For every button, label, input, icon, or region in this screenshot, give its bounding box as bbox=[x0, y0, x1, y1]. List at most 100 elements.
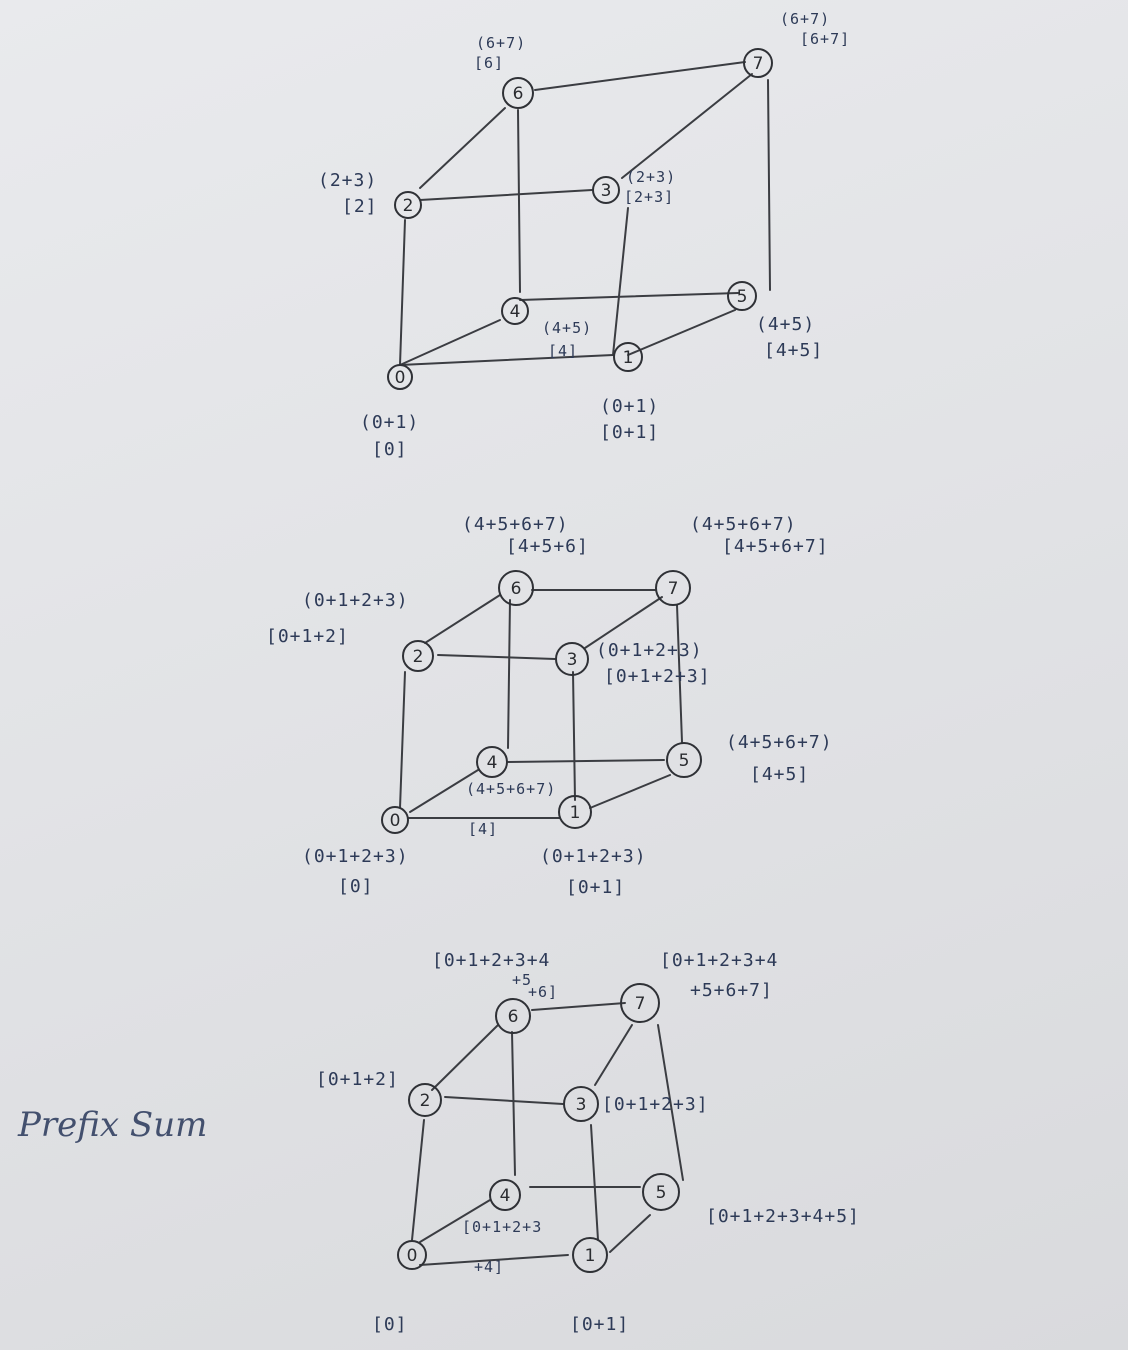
node-number: 7 bbox=[635, 994, 646, 1014]
annot-prefix: +6] bbox=[528, 983, 558, 1001]
annot-prefix: [0+1+2+3] bbox=[602, 1094, 709, 1115]
node-number: 7 bbox=[753, 54, 764, 74]
cube-3-edges bbox=[411, 1002, 684, 1266]
cube-1-node-1: 1 bbox=[613, 342, 643, 372]
node-number: 2 bbox=[413, 647, 424, 667]
annot-sum: (2+3) bbox=[318, 170, 377, 191]
node-number: 6 bbox=[511, 579, 522, 599]
cube-2-node-4: 4 bbox=[476, 746, 508, 778]
node-number: 0 bbox=[390, 811, 401, 831]
cube-2-annotations: (0+1+2+3) [0] (0+1+2+3) [0+1] (0+1+2+3) … bbox=[266, 514, 833, 898]
cube-3: 0 1 2 3 4 5 6 7 [0] [0+1] [0+1+2] [0+1+2… bbox=[316, 950, 860, 1335]
cube-2-node-1: 1 bbox=[558, 795, 592, 829]
cube-1-node-5: 5 bbox=[727, 281, 757, 311]
node-number: 2 bbox=[403, 196, 414, 216]
cube-2-node-2: 2 bbox=[402, 640, 434, 672]
annot-prefix: [4+5] bbox=[764, 340, 823, 361]
annot-prefix: [6+7] bbox=[800, 30, 850, 48]
annot-prefix: [0] bbox=[372, 439, 408, 460]
cube-3-node-1: 1 bbox=[572, 1237, 608, 1273]
cube-2-edges bbox=[399, 589, 683, 819]
cube-1-node-2: 2 bbox=[394, 191, 422, 219]
cube-3-node-2: 2 bbox=[408, 1083, 442, 1117]
node-number: 3 bbox=[576, 1095, 587, 1115]
annot-prefix: [0+1+2+3+4+5] bbox=[706, 1206, 860, 1227]
annot-prefix: [4+5+6] bbox=[506, 536, 589, 557]
node-number: 2 bbox=[420, 1091, 431, 1111]
cube-1-node-4: 4 bbox=[501, 297, 529, 325]
cube-2: 0 1 2 3 4 5 6 7 (0+1+2+3) [0] (0+1+2+3) … bbox=[266, 514, 833, 898]
annot-sum: (4+5+6+7) bbox=[726, 732, 833, 753]
node-number: 6 bbox=[508, 1007, 519, 1027]
cube-1-node-0: 0 bbox=[387, 364, 413, 390]
annot-prefix: [0+1+2+3+4 bbox=[660, 950, 778, 971]
node-number: 4 bbox=[500, 1186, 511, 1206]
cube-2-node-5: 5 bbox=[666, 742, 702, 778]
annot-prefix: [0+1] bbox=[570, 1314, 629, 1335]
cube-2-node-0: 0 bbox=[381, 806, 409, 834]
cube-3-annotations: [0] [0+1] [0+1+2] [0+1+2+3] [0+1+2+3 +4]… bbox=[316, 950, 860, 1335]
annot-sum: (4+5+6+7) bbox=[690, 514, 797, 535]
node-number: 7 bbox=[668, 579, 679, 599]
cube-1-annotations: (0+1) [0] (0+1) [0+1] (2+3) [2] (2+3) [2… bbox=[318, 10, 850, 460]
node-number: 3 bbox=[601, 181, 612, 201]
annot-prefix: [0+1+2] bbox=[316, 1069, 399, 1090]
annot-prefix: [4+5+6+7] bbox=[722, 536, 829, 557]
annot-prefix: [0] bbox=[372, 1314, 408, 1335]
cube-3-node-7: 7 bbox=[620, 983, 660, 1023]
node-number: 1 bbox=[623, 348, 634, 368]
annot-sum: (4+5) bbox=[756, 314, 815, 335]
annot-sum: (0+1) bbox=[360, 412, 419, 433]
node-number: 5 bbox=[679, 751, 690, 771]
annot-prefix: [4] bbox=[468, 820, 498, 838]
annot-prefix: [2] bbox=[342, 196, 378, 217]
prefix-sum-caption: Prefix Sum bbox=[17, 1105, 207, 1145]
annot-prefix: [0] bbox=[338, 876, 374, 897]
annot-sum: (0+1+2+3) bbox=[596, 640, 703, 661]
annot-sum: (2+3) bbox=[626, 168, 676, 186]
annot-sum: (4+5) bbox=[542, 319, 592, 337]
cube-2-node-7: 7 bbox=[655, 570, 691, 606]
node-number: 1 bbox=[585, 1246, 596, 1266]
annot-sum: (4+5+6+7) bbox=[466, 780, 556, 798]
node-number: 4 bbox=[510, 302, 521, 322]
annot-sum: (6+7) bbox=[780, 10, 830, 28]
annot-prefix: [4] bbox=[548, 342, 578, 360]
cube-3-node-4: 4 bbox=[489, 1179, 521, 1211]
annot-sum: (4+5+6+7) bbox=[462, 514, 569, 535]
cube-1-node-7: 7 bbox=[743, 48, 773, 78]
node-number: 4 bbox=[487, 753, 498, 773]
annot-prefix: +5 bbox=[512, 971, 532, 989]
node-number: 0 bbox=[407, 1246, 418, 1266]
annot-sum: (6+7) bbox=[476, 34, 526, 52]
node-number: 5 bbox=[656, 1183, 667, 1203]
cube-3-node-0: 0 bbox=[397, 1240, 427, 1270]
cube-1: 0 1 2 3 4 5 6 7 (0+1) [0] (0+1) [0+1] (2… bbox=[318, 10, 850, 460]
cube-3-node-6: 6 bbox=[495, 998, 531, 1034]
annot-prefix: [0+1] bbox=[566, 877, 625, 898]
cube-1-node-3: 3 bbox=[592, 176, 620, 204]
node-number: 3 bbox=[567, 650, 578, 670]
annot-prefix: [0+1] bbox=[600, 422, 659, 443]
cube-2-node-3: 3 bbox=[555, 642, 589, 676]
annot-prefix: [2+3] bbox=[624, 188, 674, 206]
annot-prefix: +4] bbox=[474, 1258, 504, 1276]
annot-prefix: [0+1+2] bbox=[266, 626, 349, 647]
annot-prefix: [0+1+2+3+4 bbox=[432, 950, 550, 971]
annot-prefix: +5+6+7] bbox=[690, 980, 773, 1001]
cube-2-node-6: 6 bbox=[498, 570, 534, 606]
annot-prefix: [6] bbox=[474, 54, 504, 72]
node-number: 5 bbox=[737, 287, 748, 307]
annot-sum: (0+1+2+3) bbox=[302, 590, 409, 611]
annot-prefix: [4+5] bbox=[750, 764, 809, 785]
cube-1-node-6: 6 bbox=[502, 77, 534, 109]
annot-prefix: [0+1+2+3] bbox=[604, 666, 711, 687]
annot-sum: (0+1+2+3) bbox=[302, 846, 409, 867]
annot-sum: (0+1+2+3) bbox=[540, 846, 647, 867]
cube-3-node-5: 5 bbox=[642, 1173, 680, 1211]
node-number: 6 bbox=[513, 84, 524, 104]
annot-prefix: [0+1+2+3 bbox=[462, 1218, 542, 1236]
cube-3-node-3: 3 bbox=[563, 1086, 599, 1122]
cube-1-edges bbox=[399, 61, 771, 366]
